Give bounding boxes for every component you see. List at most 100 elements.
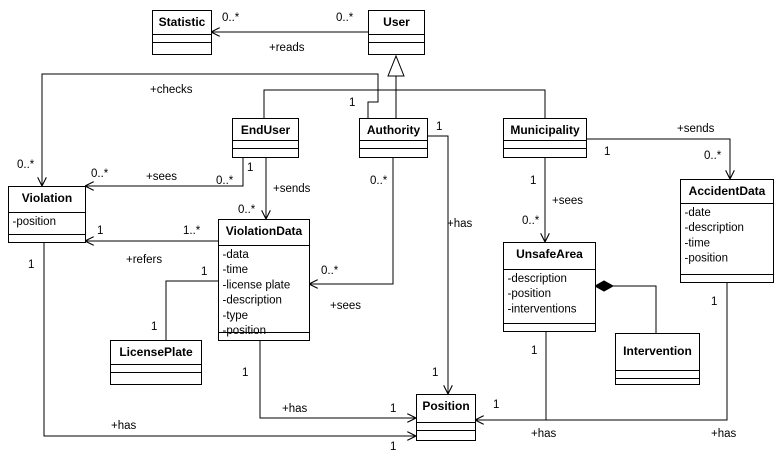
sends-mult-violationdata: 0..* — [238, 204, 256, 216]
composition-diamond — [593, 280, 615, 292]
generalization-triangle — [387, 54, 405, 77]
checks-mult-authority: 1 — [349, 97, 355, 109]
licenseplate-class-name: LicensePlate — [119, 345, 193, 359]
violation-class: Violation -position — [8, 186, 86, 243]
unsafearea-class-name: UnsafeArea — [516, 247, 583, 261]
violation-class-box — [8, 186, 86, 243]
authority-class-name: Authority — [367, 123, 421, 137]
position-class-box — [416, 394, 476, 441]
association-labels: 0..* 0..* +reads +checks 1 0..* 0..* +se… — [17, 12, 737, 453]
muni-sends-label: +sends — [677, 123, 715, 135]
violation-class-name: Violation — [22, 191, 72, 205]
enduser-class: EndUser — [232, 118, 299, 158]
refers-mult-violation: 1 — [97, 225, 103, 237]
muni-sees-mult-unsafearea: 0..* — [522, 215, 540, 227]
auth-has-mult-position: 1 — [432, 367, 438, 379]
accidentdata-class-name: AccidentData — [689, 184, 766, 198]
unsafearea-class-box — [503, 242, 596, 332]
violationdata-attribute: -position — [223, 325, 266, 337]
intervention-class-box — [615, 333, 700, 385]
refers-label: +refers — [126, 254, 162, 266]
viol-has-mult-position: 1 — [390, 441, 396, 453]
position-class-name: Position — [422, 399, 469, 413]
violationdata-attribute: -license plate — [223, 279, 291, 291]
user-class: User — [368, 10, 425, 55]
checks-mult-violation: 0..* — [17, 159, 35, 171]
sees-mult-enduser: 0..* — [216, 175, 234, 187]
licenseplate-class-box — [110, 340, 202, 385]
user-class-box — [368, 10, 425, 55]
ua-has-mult-position: 1 — [493, 399, 499, 411]
authority-class-box — [359, 118, 428, 158]
accidentdata-attribute: -date — [685, 207, 711, 219]
unsafearea-class: UnsafeArea-description-position-interven… — [503, 242, 596, 332]
reads-mult-user: 0..* — [336, 12, 354, 24]
violation-has-association — [43, 242, 416, 436]
authority-has-association — [427, 135, 448, 394]
connectors — [42, 32, 730, 436]
vd-has-mult-position: 1 — [390, 403, 396, 415]
authority-class: Authority — [359, 118, 428, 158]
accidentdata-attribute: -position — [685, 253, 728, 265]
muni-sends-mult-municipality: 1 — [604, 146, 610, 158]
violationdata-attribute: -type — [223, 310, 249, 322]
lp-mult-licenseplate: 1 — [151, 321, 157, 333]
municipality-class: Municipality — [503, 118, 587, 158]
vd-has-mult-violationdata: 1 — [242, 367, 248, 379]
accidentdata-class: AccidentData -date -description -time -posit… — [680, 179, 774, 283]
municipality-class-name: Municipality — [510, 123, 580, 137]
sends-label: +sends — [273, 183, 311, 195]
licenseplate-class: LicensePlate — [110, 340, 202, 385]
unsafearea-attribute: -interventions — [508, 303, 577, 315]
vd-has-label: +has — [282, 403, 308, 415]
violationdata-attribute: -data — [223, 249, 250, 261]
position-class: Position — [416, 394, 476, 441]
violationdata-attribute: -description — [223, 295, 282, 307]
sends-mult-enduser: 1 — [247, 162, 253, 174]
statistic-class: Statistic — [152, 10, 212, 55]
intervention-class-name: Intervention — [623, 344, 692, 358]
violationdata-has-association — [259, 340, 416, 418]
violationdata-attribute: -time — [223, 264, 249, 276]
sees-label: +sees — [146, 171, 177, 183]
enduser-class-name: EndUser — [241, 123, 291, 137]
viol-has-mult-violation: 1 — [28, 259, 34, 271]
lp-mult-violationdata: 1 — [201, 266, 207, 278]
muni-sees-mult-municipality: 1 — [530, 175, 536, 187]
enduser-sees-association — [85, 157, 244, 186]
accidentdata-class-box — [680, 179, 774, 283]
auth-has-label: +has — [447, 218, 473, 230]
statistic-class-name: Statistic — [159, 15, 206, 29]
checks-association — [42, 73, 379, 186]
accidentdata-has-association — [475, 282, 728, 421]
muni-sends-mult-accidentdata: 0..* — [704, 150, 722, 162]
refers-mult-violationdata: 1..* — [183, 225, 201, 237]
accidentdata-attribute: -time — [685, 237, 711, 249]
licenseplate-association — [165, 280, 218, 340]
accidentdata-attribute: -description — [685, 222, 744, 234]
authority-sees-association — [309, 157, 394, 284]
intervention-composition — [613, 285, 657, 333]
ua-has-label: +has — [531, 428, 557, 440]
municipality-sends-association — [586, 138, 730, 179]
intervention-class: Intervention — [615, 333, 700, 385]
acc-has-mult-accidentdata: 1 — [711, 296, 717, 308]
checks-label: +checks — [150, 84, 193, 96]
violationdata-class: ViolationData -data -time -license plate -de… — [218, 219, 310, 341]
muni-sees-label: +sees — [552, 195, 583, 207]
violationdata-class-name: ViolationData — [226, 224, 303, 238]
auth-sees-label: +sees — [330, 300, 361, 312]
acc-has-label: +has — [711, 428, 737, 440]
sees-mult-violation: 0..* — [91, 168, 109, 180]
auth-has-mult-authority: 1 — [436, 121, 442, 133]
reads-mult-statistic: 0..* — [222, 12, 240, 24]
viol-has-label: +has — [111, 420, 137, 432]
enduser-class-box — [232, 118, 299, 158]
violation-attribute: -position — [13, 216, 56, 228]
auth-sees-mult-violationdata: 0..* — [321, 265, 339, 277]
violationdata-class-box — [218, 219, 310, 341]
unsafearea-attribute: -description — [508, 273, 567, 285]
ua-has-mult-unsafearea: 1 — [531, 345, 537, 357]
